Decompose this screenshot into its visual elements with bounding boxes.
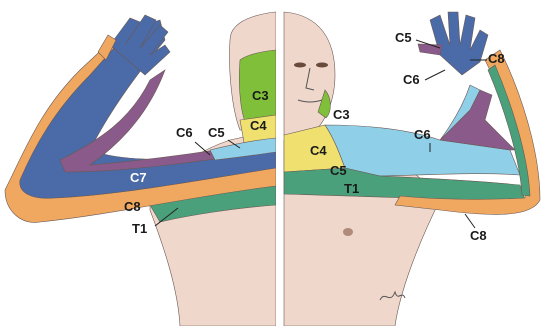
leader-anterior-c8: [465, 214, 475, 228]
label-posterior-t1: T1: [132, 221, 147, 236]
label-posterior-c7: C7: [130, 170, 147, 185]
anterior-hand: [430, 12, 488, 75]
label-anterior-c5: C5: [330, 163, 347, 178]
label-posterior-c8: C8: [124, 199, 141, 214]
label-posterior-c6: C6: [176, 125, 193, 140]
leader-anterior-hand-c6: [425, 70, 445, 80]
label-anterior-hand-c6: C6: [403, 72, 420, 87]
label-posterior-c3: C3: [252, 88, 269, 103]
anterior-eye-right: [316, 63, 328, 68]
anterior-eye-left: [294, 63, 306, 68]
posterior-view: [5, 12, 276, 326]
label-posterior-c5: C5: [208, 125, 225, 140]
label-anterior-hand-c8: C8: [488, 51, 505, 66]
label-anterior-hand-c5: C5: [395, 30, 412, 45]
anterior-thumb: [418, 44, 442, 55]
label-anterior-c4: C4: [310, 143, 327, 158]
anterior-navel: [343, 228, 353, 236]
label-anterior-c3: C3: [333, 107, 350, 122]
label-posterior-c4: C4: [250, 118, 267, 133]
label-anterior-c8: C8: [470, 228, 487, 243]
label-anterior-c6: C6: [414, 127, 431, 142]
center-divider: [276, 0, 284, 326]
label-anterior-t1: T1: [344, 181, 359, 196]
